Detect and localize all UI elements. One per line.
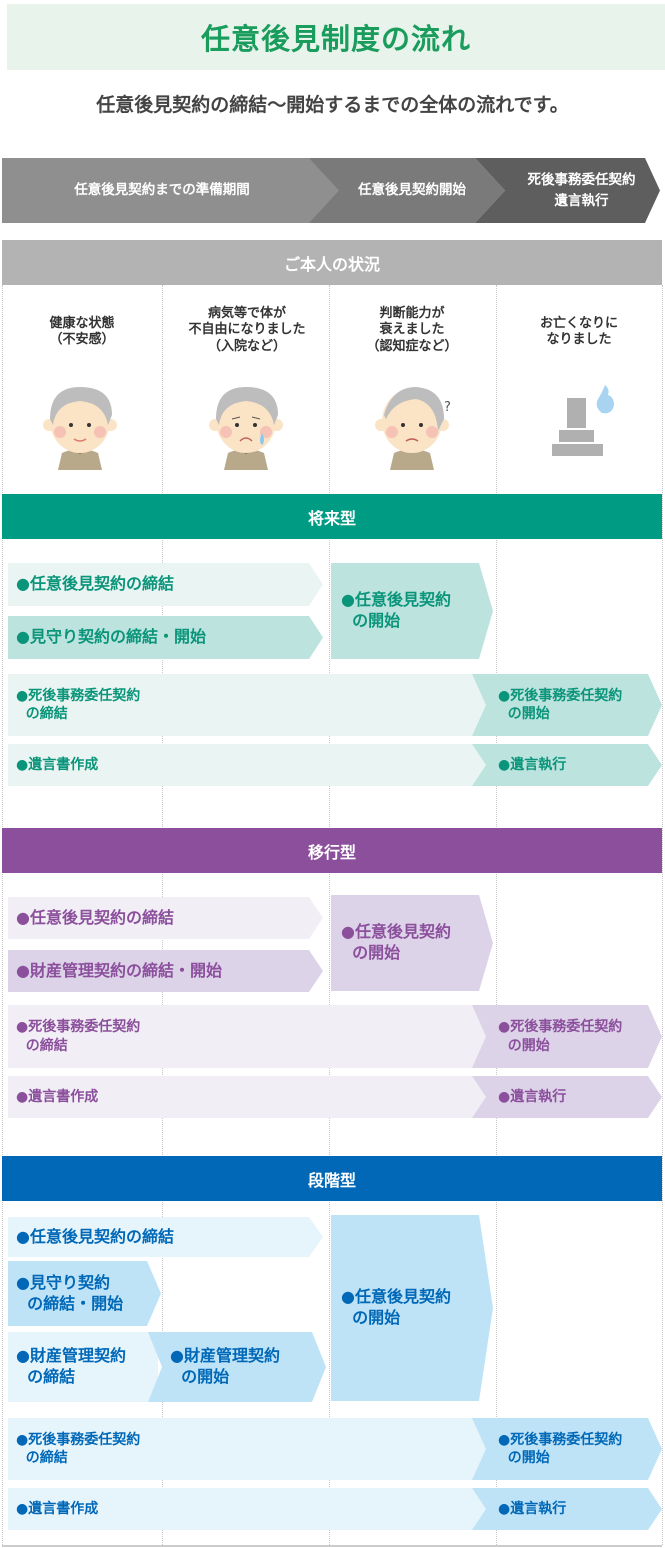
flow-item: ●死後事務委任契約 の締結 <box>8 1418 488 1480</box>
flow-item: ●任意後見契約 の開始 <box>331 895 493 991</box>
flow-item-label: ●遺言書作成 <box>16 756 99 773</box>
flow-item: ●任意後見契約 の開始 <box>331 1215 493 1401</box>
section-heading-label: 移行型 <box>307 842 356 862</box>
flow-item: ●死後事務委任契約 の開始 <box>472 1005 662 1068</box>
phase-after-death: 死後事務委任契約 遺言執行 <box>475 158 660 223</box>
flow-item: ●遺言執行 <box>472 1076 662 1118</box>
flow-item: ●遺言執行 <box>472 744 662 786</box>
flow-item: ●任意後見契約 の開始 <box>331 563 493 659</box>
flow-item-label: ●遺言書作成 <box>16 1088 99 1105</box>
grid-line <box>2 285 3 1545</box>
flow-item-label: ●遺言書作成 <box>16 1500 99 1517</box>
status-heading-label: ご本人の状況 <box>283 254 380 274</box>
flow-item-label: ●死後事務委任契約 の締結 <box>16 1431 141 1466</box>
status-label-dementia: 判断能力が 衰えました （認知症など） <box>366 306 458 354</box>
grid-line <box>662 285 663 1545</box>
flow-item: ●財産管理契約 の締結 <box>8 1332 158 1402</box>
flow-item: ●遺言書作成 <box>8 744 488 786</box>
phase-label: 死後事務委任契約 遺言執行 <box>527 172 636 209</box>
page-subtitle: 任意後見契約の締結～開始するまでの全体の流れです。 <box>96 94 569 116</box>
status-label-illness: 病気等で体が 不自由になりました （入院など） <box>188 306 306 354</box>
flow-item: ●見守り契約 の締結・開始 <box>8 1261 161 1326</box>
flow-item-label: ●任意後見契約の締結 <box>16 1226 174 1246</box>
section-heading-label: 将来型 <box>307 508 356 528</box>
flow-item-label: ●遺言執行 <box>498 1088 567 1105</box>
phase-contract-start: 任意後見契約開始 <box>309 158 505 223</box>
flow-item: ●財産管理契約の締結・開始 <box>8 950 323 992</box>
svg-text:?: ? <box>444 400 451 415</box>
flow-item: ●遺言書作成 <box>8 1076 488 1118</box>
flow-item-label: ●死後事務委任契約 の締結 <box>16 1019 141 1054</box>
status-label-deceased: お亡くなりに なりました <box>539 316 618 348</box>
flow-item: ●遺言書作成 <box>8 1488 488 1530</box>
phase-preparation: 任意後見契約までの準備期間 <box>2 158 342 223</box>
flow-item: ●任意後見契約の締結 <box>8 1217 323 1257</box>
flow-item-label: ●見守り契約の締結・開始 <box>16 627 206 647</box>
phase-label: 任意後見契約開始 <box>358 182 466 199</box>
elderly-smiling-icon <box>43 387 117 470</box>
section-heading-ikou: 移行型 <box>2 828 662 873</box>
flow-item-label: ●死後事務委任契約 の締結 <box>16 687 141 722</box>
flow-item-label: ●死後事務委任契約 の開始 <box>498 1019 623 1054</box>
flow-item-label: ●任意後見契約の締結 <box>16 907 174 927</box>
phase-label: 任意後見契約までの準備期間 <box>74 182 250 199</box>
flow-item-label: ●遺言執行 <box>498 756 567 773</box>
flow-item-label: ●見守り契約 の締結・開始 <box>16 1272 124 1313</box>
elderly-confused-icon: ? <box>375 387 451 470</box>
flow-item-label: ●任意後見契約 の開始 <box>341 1287 451 1327</box>
section-heading-label: 段階型 <box>307 1170 356 1190</box>
status-label-healthy: 健康な状態 （不安感） <box>49 316 115 348</box>
flow-item-label: ●財産管理契約 の締結 <box>16 1346 126 1386</box>
flow-item: ●死後事務委任契約 の開始 <box>472 674 662 736</box>
flow-item-label: ●財産管理契約の締結・開始 <box>16 960 222 980</box>
section-heading-dankai: 段階型 <box>2 1156 662 1201</box>
flow-item-label: ●遺言執行 <box>498 1500 567 1517</box>
flow-item-label: ●任意後見契約 の開始 <box>341 922 451 962</box>
flow-item: ●任意後見契約の締結 <box>8 563 323 606</box>
grid-line <box>496 285 497 1545</box>
flow-item-label: ●死後事務委任契約 の開始 <box>498 1431 623 1466</box>
flow-item-label: ●任意後見契約の締結 <box>16 574 174 594</box>
bottom-divider <box>2 1545 662 1547</box>
section-heading-shorai: 将来型 <box>2 494 662 539</box>
flow-item: ●死後事務委任契約 の締結 <box>8 1005 488 1068</box>
page-title: 任意後見制度の流れ <box>200 22 471 56</box>
flow-item: ●財産管理契約 の開始 <box>148 1332 326 1402</box>
grave-spirit-icon <box>552 385 614 456</box>
elderly-crying-icon <box>209 387 283 470</box>
flow-item: ●死後事務委任契約 の開始 <box>472 1418 662 1480</box>
flow-item: ●死後事務委任契約 の締結 <box>8 674 488 736</box>
flow-item: ●任意後見契約の締結 <box>8 897 323 939</box>
status-heading: ご本人の状況 <box>2 240 662 285</box>
flow-item-label: ●財産管理契約 の開始 <box>170 1346 280 1386</box>
flow-item-label: ●任意後見契約 の開始 <box>341 590 451 630</box>
flow-item: ●見守り契約の締結・開始 <box>8 616 323 659</box>
flow-item: ●遺言執行 <box>472 1488 662 1530</box>
grid-line <box>329 285 330 1545</box>
flow-item-label: ●死後事務委任契約 の開始 <box>498 687 623 722</box>
page-title-band: 任意後見制度の流れ <box>7 4 665 70</box>
